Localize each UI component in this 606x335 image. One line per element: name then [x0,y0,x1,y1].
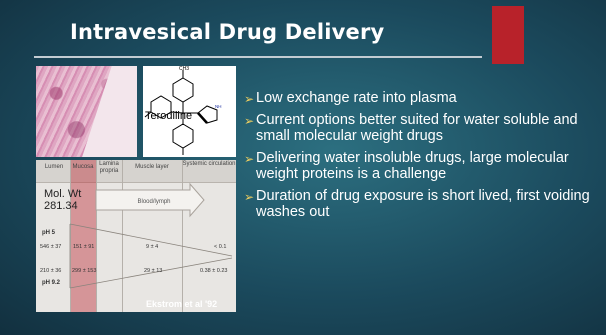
accent-block [492,6,524,64]
bullet-text: Duration of drug exposure is short lived… [256,188,590,220]
nh-label: NH [215,104,222,109]
slide-title: Intravesical Drug Delivery [70,20,385,44]
column-label: Systemic circulation [182,161,236,167]
mucosa-band [70,160,96,312]
column-label: Muscle layer [135,164,169,170]
column-divider [70,160,71,312]
molecule-label: Terodiline [145,110,193,122]
citation: Ekstrom et al '92 [146,299,218,309]
title-underline [34,56,482,58]
bullet-text: Low exchange rate into plasma [256,90,457,106]
arrow-bullet-icon: ➢ [244,152,255,166]
diagram-header [36,160,236,183]
column-divider [182,160,183,312]
arrow-bullet-icon: ➢ [244,114,255,128]
bullet-item: ➢Delivering water insoluble drugs, large… [244,150,590,182]
bullet-item: ➢Duration of drug exposure is short live… [244,188,590,220]
ph5-value: < 0.1 [214,244,227,250]
ph92-value: 299 ± 153 [72,268,97,274]
bullet-item: ➢Current options better suited for water… [244,112,590,144]
ph5-value: 546 ± 37 [40,244,62,250]
ph92-label: pH 9.2 [42,280,61,286]
bullet-text: Current options better suited for water … [256,112,578,144]
mol-wt: Mol. Wt 281.34 [44,188,81,212]
mol-wt-label: Mol. Wt [44,188,82,200]
ph5-value: 151 ± 91 [73,244,95,250]
column-label: Mucosa [72,164,94,170]
histology-image [36,66,137,157]
ph92-value: 210 ± 36 [40,268,62,274]
molecule-drawing: CH3 NH [144,66,222,155]
bladder-diagram: Lumen Mucosa Lamina propria Muscle layer… [36,160,236,312]
bullet-list: ➢Low exchange rate into plasma ➢Current … [244,90,590,226]
column-label: Lumen [44,164,64,170]
bullet-text: Delivering water insoluble drugs, large … [256,150,569,182]
bullet-item: ➢Low exchange rate into plasma [244,90,590,106]
terodiline-structure: CH3 NH [143,66,236,157]
mol-wt-value: 281.34 [44,200,78,212]
ph92-value: 0.38 ± 0.23 [200,268,228,274]
column-label: Lamina propria [99,161,119,174]
arrow-label: Blood/lymph [137,199,170,205]
ph5-value: 9 ± 4 [146,244,159,250]
column-divider [122,160,123,312]
arrow-bullet-icon: ➢ [244,92,255,106]
ph5-label: pH 5 [42,230,56,236]
ph92-value: 29 ± 13 [144,268,163,274]
arrow-bullet-icon: ➢ [244,190,255,204]
column-divider [96,160,97,312]
methyl-label-top: CH3 [179,66,189,72]
gradient-arrows: Blood/lymph [69,182,233,289]
